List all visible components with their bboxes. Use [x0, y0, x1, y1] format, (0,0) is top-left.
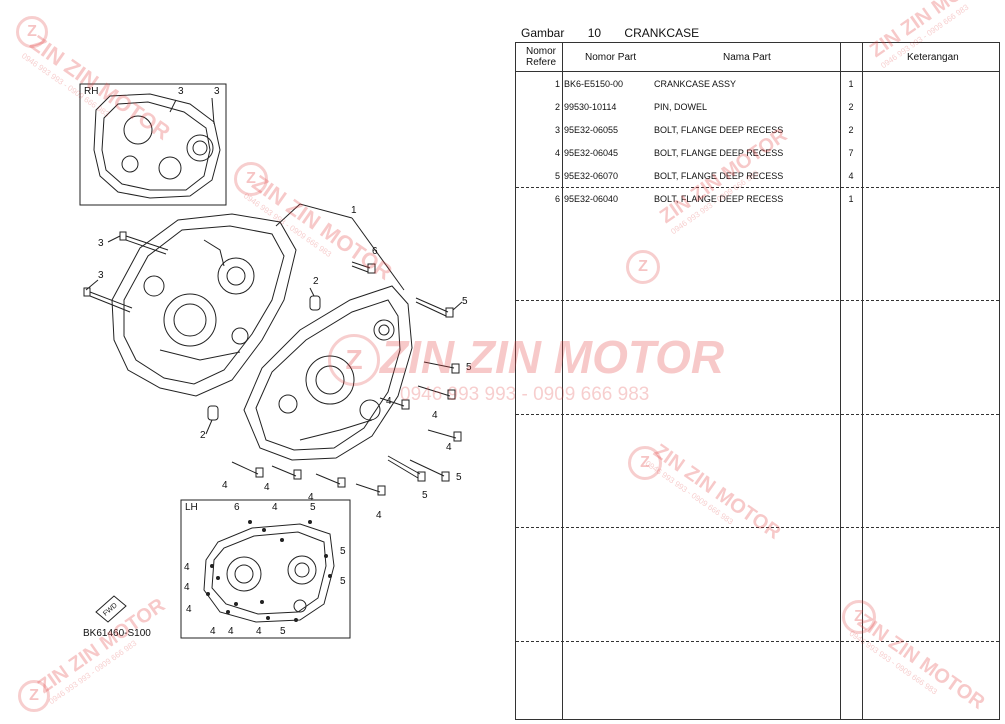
header-divider — [516, 71, 999, 72]
watermark-logo — [16, 16, 48, 48]
callout-2: 2 — [200, 430, 206, 441]
callout-3: 3 — [98, 270, 104, 281]
bolt-4-d — [271, 465, 302, 480]
exploded-diagram: FWD RH LH 1 2 2 3 3 3 3 4 4 4 4 4 4 4 5 … — [79, 83, 472, 639]
callout-5: 5 — [422, 490, 428, 501]
drawing-code: BK61460-S100 — [83, 628, 151, 639]
callout-4: 4 — [376, 510, 382, 521]
parts-table: Nomor Refere Nomor Part Nama Part Ketera… — [515, 42, 1000, 720]
callout-5: 5 — [466, 362, 472, 373]
watermark-logo — [842, 600, 876, 634]
callout-4: 4 — [210, 626, 216, 637]
col-header-remarks: Keterangan — [907, 52, 959, 63]
fwd-arrow-shape — [95, 595, 127, 623]
watermark-logo — [626, 250, 660, 284]
watermark-logo — [234, 162, 268, 196]
dowel-pin-lower — [207, 405, 219, 421]
callout-4: 4 — [184, 582, 190, 593]
callout-4: 4 — [264, 482, 270, 493]
bolt-4-f — [355, 483, 386, 496]
bolt-4-g — [379, 397, 410, 410]
callout-3: 3 — [214, 86, 220, 97]
callout-5: 5 — [280, 626, 286, 637]
parts-sheet: Gambar 10 CRANKCASE Nomor Refere Nomor P… — [515, 24, 1000, 720]
row-separator — [516, 641, 999, 642]
row-separator — [516, 414, 999, 415]
callout-5: 5 — [340, 546, 346, 557]
callout-4: 4 — [228, 626, 234, 637]
lh-inset-frame — [180, 499, 351, 639]
callout-1: 1 — [351, 205, 357, 216]
col-divider — [840, 43, 841, 719]
col-header-part-name: Nama Part — [723, 52, 771, 63]
callout-3: 3 — [98, 238, 104, 249]
callout-4: 4 — [184, 562, 190, 573]
rh-crankcase-half — [111, 213, 297, 397]
col-header-part-number: Nomor Part — [585, 52, 637, 63]
callout-4: 4 — [386, 396, 392, 407]
callout-6: 6 — [234, 502, 240, 513]
bolt-6 — [351, 261, 376, 274]
callout-4: 4 — [272, 502, 278, 513]
rh-case-outline — [93, 93, 221, 199]
col-divider — [862, 43, 863, 719]
callout-5: 5 — [310, 502, 316, 513]
bolt-4-b — [427, 429, 462, 442]
callout-6: 6 — [372, 246, 378, 257]
bolt-5-d — [409, 459, 450, 482]
callout-4: 4 — [256, 626, 262, 637]
row-separator — [516, 300, 999, 301]
gambar-label: Gambar — [521, 26, 565, 40]
lh-case-outline — [203, 523, 335, 623]
watermark-logo — [18, 680, 50, 712]
callout-5: 5 — [340, 576, 346, 587]
callout-4: 4 — [308, 492, 314, 503]
rh-label: RH — [84, 86, 99, 97]
callout-5: 5 — [462, 296, 468, 307]
callout-4: 4 — [222, 480, 228, 491]
rh-inset-frame — [79, 83, 227, 206]
callout-5: 5 — [456, 472, 462, 483]
crankcase-drawing: FWD — [79, 83, 463, 639]
col-header-ref: Nomor Refere — [526, 46, 557, 68]
row-separator — [516, 527, 999, 528]
bolt-4-a — [417, 385, 456, 400]
callout-2: 2 — [313, 276, 319, 287]
bolt-4-e — [315, 473, 346, 488]
bolt-3-lower — [83, 287, 133, 313]
bolt-5-a — [415, 297, 454, 318]
callout-4: 4 — [432, 410, 438, 421]
dowel-pin-upper — [309, 295, 321, 311]
figure-name: CRANKCASE — [624, 26, 700, 40]
lh-label: LH — [185, 502, 198, 513]
col-divider — [562, 43, 563, 719]
callout-4: 4 — [446, 442, 452, 453]
bolt-3-upper — [119, 231, 169, 255]
figure-title: Gambar 10 CRANKCASE — [521, 26, 719, 40]
bolt-5-b — [423, 361, 460, 374]
callout-4: 4 — [186, 604, 192, 615]
watermark-logo — [328, 334, 380, 386]
bolt-4-c — [231, 461, 264, 478]
row-separator — [516, 187, 999, 188]
gambar-number: 10 — [587, 26, 602, 40]
bolt-5-c — [387, 455, 426, 482]
callout-3: 3 — [178, 86, 184, 97]
lh-crankcase-half — [243, 285, 413, 461]
watermark-logo — [628, 446, 662, 480]
